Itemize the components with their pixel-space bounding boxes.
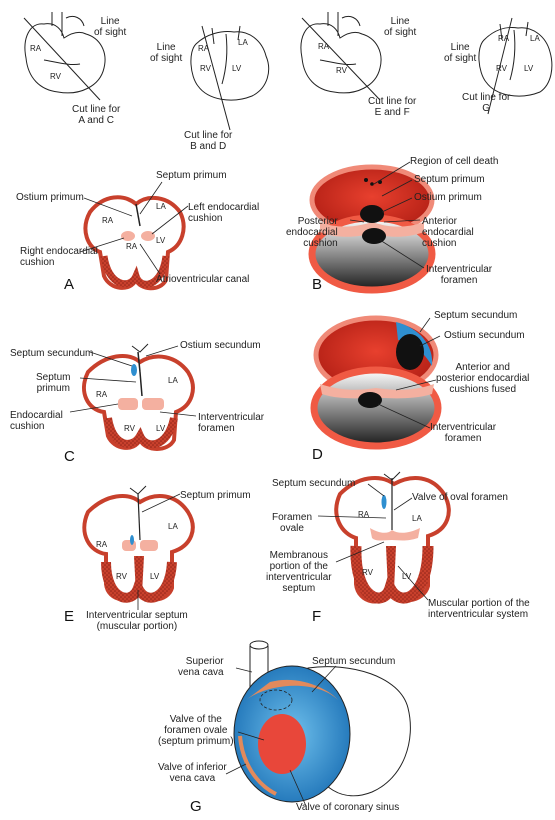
ra-label-bd: RA xyxy=(198,44,210,53)
cell-death-label-b: Region of cell death xyxy=(410,156,499,167)
lv-label-a: LV xyxy=(156,236,166,245)
ra-label-c: RA xyxy=(96,390,108,399)
panel-b-heart xyxy=(308,164,436,294)
panel-c-leaders xyxy=(69,345,197,417)
panel-a-leaders xyxy=(79,181,189,275)
la-label-bd: LA xyxy=(238,38,248,47)
rv-label-f: RV xyxy=(362,568,373,577)
panel-c-heart xyxy=(82,343,195,451)
ostium-primum-label-b: Ostium primum xyxy=(414,192,482,203)
ra2-label-a: RA xyxy=(126,242,138,251)
cut-line-g xyxy=(487,17,513,115)
la-label-a: LA xyxy=(156,202,166,211)
panel-label-d: D xyxy=(312,446,323,463)
cut-line-ac xyxy=(23,17,101,101)
ra-label-g: RA xyxy=(498,34,510,43)
rv-label-e: RV xyxy=(116,572,127,581)
iv-septum-label-e: Interventricular septum(muscular portion… xyxy=(86,610,188,632)
ra-label-e: RA xyxy=(96,540,108,549)
orientation-heart-ac xyxy=(24,12,106,94)
panel-label-b: B xyxy=(312,276,323,293)
lv-label-bd: LV xyxy=(232,64,242,73)
panel-e-heart xyxy=(82,485,195,603)
septum-primum-label-a: Septum primum xyxy=(156,170,227,181)
rv-label-bd: RV xyxy=(200,64,211,73)
av-canal-label-a: Atrioventricular canal xyxy=(156,274,250,285)
panel-f-heart xyxy=(334,471,451,604)
ra-label-ef: RA xyxy=(318,42,330,51)
rv-label-ac: RV xyxy=(50,72,61,81)
ra-label-ac: RA xyxy=(30,44,42,53)
lv-label-e: LV xyxy=(150,572,160,581)
rv-label-g: RV xyxy=(496,64,507,73)
septum-primum-label-e: Septum primum xyxy=(180,490,251,501)
ra-label-a: RA xyxy=(102,216,114,225)
panel-label-e: E xyxy=(64,608,75,625)
valve-cs-label-g: Valve of coronary sinus xyxy=(296,802,400,813)
panel-d-leaders xyxy=(377,317,441,429)
la-label-g: LA xyxy=(530,34,540,43)
rv-label-ef: RV xyxy=(336,66,347,75)
panel-a-heart xyxy=(83,195,186,291)
lv-label-g: LV xyxy=(524,64,534,73)
orientation-heart-ef xyxy=(300,12,382,94)
la-label-e: LA xyxy=(168,522,178,531)
rv-label-c: RV xyxy=(124,424,135,433)
panel-g-leaders xyxy=(225,665,337,807)
septum-secundum-label-c: Septum secundum xyxy=(10,348,94,359)
septum-primum-label-b: Septum primum xyxy=(414,174,485,185)
ra-label-f: RA xyxy=(358,510,370,519)
la-label-f: LA xyxy=(412,514,422,523)
panel-g-heart xyxy=(233,640,411,803)
panel-label-g: G xyxy=(190,798,202,815)
la-label-c: LA xyxy=(168,376,178,385)
panel-e-leaders xyxy=(137,493,181,610)
panel-b-leaders xyxy=(349,161,425,269)
panel-f-leaders xyxy=(317,483,429,601)
septum-secundum-label-f: Septum secundum xyxy=(272,478,356,489)
orientation-heart-g xyxy=(478,21,553,97)
orientation-heart-bd xyxy=(190,25,270,101)
ostium-secundum-label-c: Ostium secundum xyxy=(180,340,261,351)
panel-label-f: F xyxy=(312,608,322,625)
ostium-primum-label-a: Ostium primum xyxy=(16,192,84,203)
lv-label-c: LV xyxy=(156,424,166,433)
panel-label-c: C xyxy=(64,448,75,465)
septum-secundum-label-d: Septum secundum xyxy=(434,310,518,321)
lv-label-f: LV xyxy=(402,572,412,581)
valve-oval-label-f: Valve of oval foramen xyxy=(412,492,508,503)
ostium-secundum-label-d: Ostium secundum xyxy=(444,330,525,341)
panel-label-a: A xyxy=(64,276,75,293)
septum-secundum-label-g: Septum secundum xyxy=(312,656,396,667)
cut-line-bd xyxy=(201,25,231,131)
cut-line-ef xyxy=(301,17,381,101)
panel-d-heart xyxy=(310,315,442,450)
